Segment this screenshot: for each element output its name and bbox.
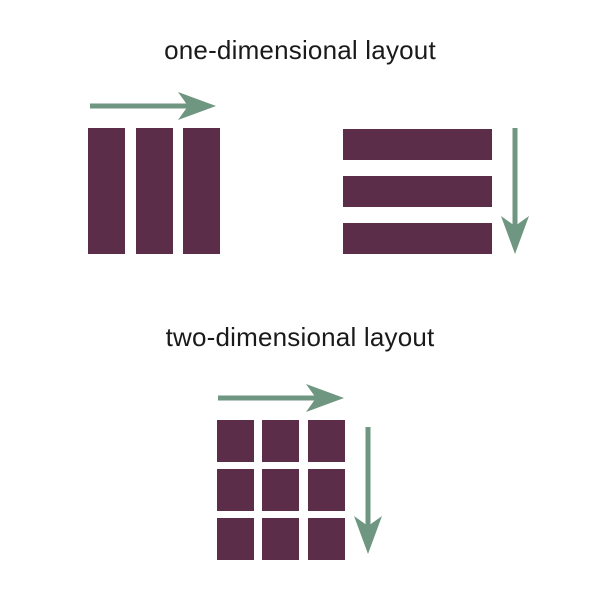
row-block xyxy=(343,129,492,160)
two-dimensional-layout-heading: two-dimensional layout xyxy=(165,322,435,352)
right-arrow-icon xyxy=(90,92,216,120)
column-block xyxy=(88,128,125,254)
grid-cell xyxy=(308,518,345,560)
column-block xyxy=(183,128,220,254)
grid-cell xyxy=(217,420,254,462)
grid-cell xyxy=(308,469,345,511)
one-dimensional-rows-illustration xyxy=(343,128,529,254)
grid-cell xyxy=(262,518,299,560)
grid-cell xyxy=(262,420,299,462)
row-block xyxy=(343,176,492,207)
column-block xyxy=(136,128,173,254)
two-dimensional-grid-illustration xyxy=(217,384,382,560)
one-dimensional-columns-illustration xyxy=(88,92,220,254)
right-arrow-icon xyxy=(218,384,344,412)
grid-cell xyxy=(262,469,299,511)
down-arrow-icon xyxy=(354,427,382,554)
down-arrow-icon xyxy=(501,128,529,254)
one-dimensional-layout-heading: one-dimensional layout xyxy=(164,35,436,65)
grid-cell xyxy=(308,420,345,462)
row-block xyxy=(343,223,492,254)
grid-cell xyxy=(217,518,254,560)
grid-cell xyxy=(217,469,254,511)
